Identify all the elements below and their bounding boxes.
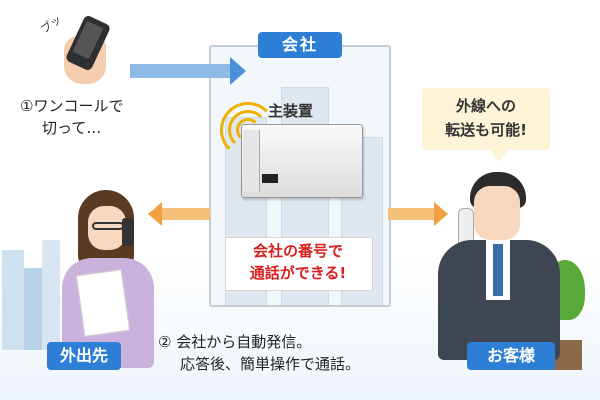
device-screen <box>262 174 278 183</box>
device-label: 主装置 <box>268 102 314 120</box>
step-2-line-2: 応答後、簡単操作で通話。 <box>180 355 361 373</box>
vibration-text: ブッ <box>38 12 65 37</box>
callout-line-2: 通話ができる! <box>249 264 347 282</box>
badge-outside: 外出先 <box>47 342 121 370</box>
company-label: 会社 <box>258 32 342 58</box>
step-2-text: ② 会社から自動発信。 応答後、簡単操作で通話。 <box>158 331 360 375</box>
speech-bubble-tail <box>490 150 508 162</box>
speech-bubble-text: 外線への 転送も可能! <box>422 94 550 142</box>
bubble-line-1: 外線への <box>455 97 516 115</box>
device-panel <box>243 130 260 192</box>
callout-text: 会社の番号で 通話ができる! <box>225 240 371 284</box>
step-1-line-1: ①ワンコールで <box>20 97 124 115</box>
background-buildings <box>0 240 60 350</box>
step-1-text: ①ワンコールで 切って… <box>20 95 123 139</box>
step-1-line-2: 切って… <box>42 119 102 137</box>
bubble-line-2: 転送も可能! <box>445 121 527 139</box>
callout-line-1: 会社の番号で <box>252 242 343 260</box>
speech-bubble <box>422 88 550 150</box>
callout-card <box>225 237 373 291</box>
step-2-line-1: ② 会社から自動発信。 <box>158 333 312 351</box>
main-device <box>241 124 363 198</box>
badge-customer: お客様 <box>467 342 555 370</box>
